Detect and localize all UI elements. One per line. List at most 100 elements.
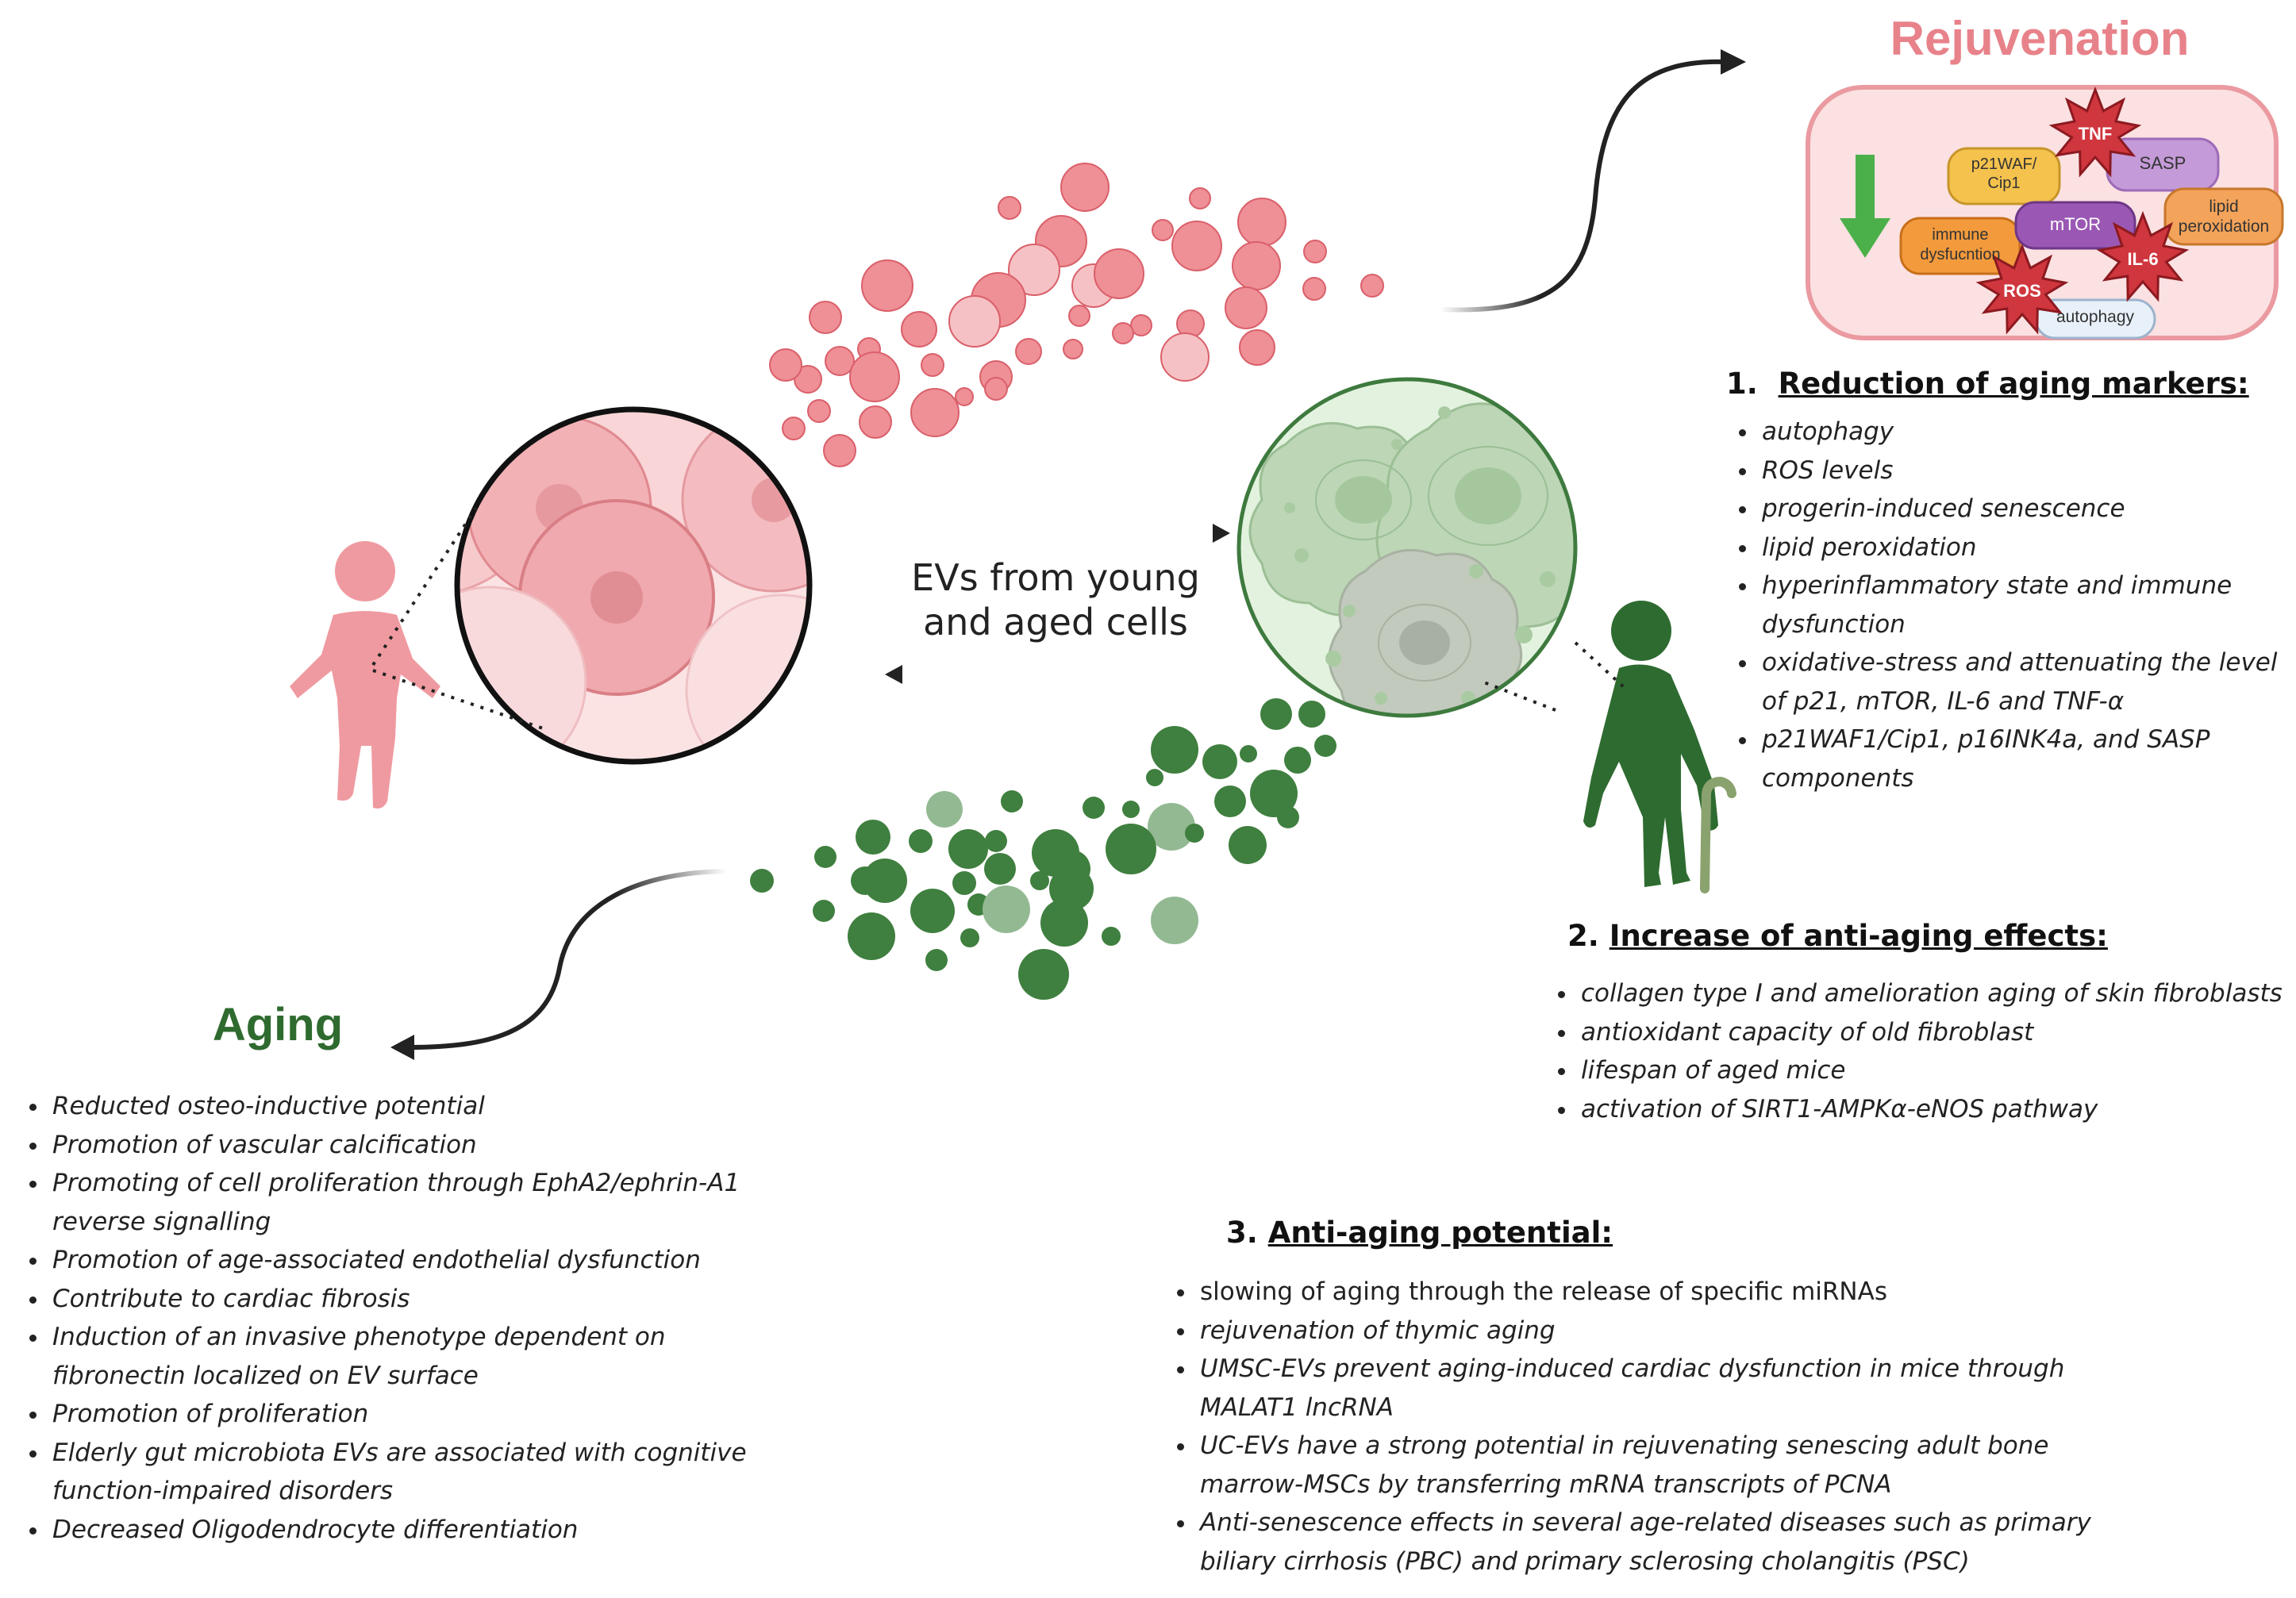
aged-ev-particle bbox=[1083, 797, 1105, 819]
aged-ev-particle bbox=[1001, 790, 1023, 812]
aged-ev-particle bbox=[1146, 769, 1163, 786]
list-item: Promotion of vascular calcification bbox=[49, 1126, 763, 1165]
list-item-text: lipid peroxidation bbox=[1762, 532, 1977, 562]
young-ev-particle bbox=[1015, 338, 1042, 365]
aged-ev-particle bbox=[910, 889, 955, 933]
young-ev-particle bbox=[807, 399, 831, 423]
young-ev-particle bbox=[984, 377, 1008, 401]
list-item: activation of SIRT1-AMPKα-eNOS pathway bbox=[1578, 1090, 2296, 1129]
young-ev-particle bbox=[823, 434, 856, 467]
young-ev-particle bbox=[1360, 274, 1384, 298]
young-ev-particle bbox=[769, 348, 802, 382]
list-item: Promotion of proliferation bbox=[49, 1395, 763, 1434]
young-ev-particle bbox=[849, 351, 900, 402]
list-item-text: progerin-induced senescence bbox=[1762, 494, 2125, 523]
list-item: lipid peroxidation bbox=[1759, 528, 2296, 567]
aged-ev-particle bbox=[1314, 735, 1336, 757]
label-mtor: mTOR bbox=[2049, 214, 2102, 234]
aged-ev-particle bbox=[925, 949, 948, 971]
young-ev-particle bbox=[1152, 219, 1174, 241]
elderly-figure bbox=[1583, 601, 1736, 893]
section2-list: collagen type I and amelioration aging o… bbox=[1541, 974, 2296, 1128]
label-p21: p21WAF/Cip1 bbox=[1971, 156, 2037, 192]
list-item: lifespan of aged mice bbox=[1578, 1051, 2296, 1090]
young-ev-particle bbox=[825, 346, 855, 376]
list-item-text: Contribute to cardiac fibrosis bbox=[52, 1284, 410, 1313]
young-ev-particle bbox=[1063, 339, 1083, 359]
label-tnf: TNF bbox=[2078, 124, 2113, 144]
aged-ev-particle bbox=[948, 829, 988, 869]
aged-ev-particle bbox=[813, 900, 835, 922]
aged-ev-particle bbox=[909, 829, 933, 853]
young-ev-particle bbox=[1239, 329, 1275, 366]
aged-ev-particle bbox=[848, 912, 895, 960]
list-item-text: hyperinflammatory state and immune dysfu… bbox=[1762, 571, 2233, 639]
aged-ev-particle bbox=[1106, 824, 1156, 874]
young-ev-particle bbox=[921, 353, 944, 377]
list-item: Reducted osteo-inductive potential bbox=[49, 1087, 763, 1126]
list-item-text: antioxidant capacity of old fibroblast bbox=[1581, 1017, 2034, 1047]
young-ev-particle bbox=[1171, 221, 1222, 271]
list-item-text: Promoting of cell proliferation through … bbox=[52, 1169, 740, 1236]
young-ev-particle bbox=[861, 259, 913, 312]
child-figure bbox=[290, 541, 440, 809]
list-item-text: collagen type I and amelioration aging o… bbox=[1581, 979, 2283, 1008]
list-item: Induction of an invasive phenotype depen… bbox=[49, 1318, 763, 1395]
list-item: Anti-senescence effects in several age-r… bbox=[1197, 1504, 2102, 1581]
list-item: Elderly gut microbiota EVs are associate… bbox=[49, 1434, 763, 1511]
section3-heading: 3. Anti-aging potential: bbox=[1226, 1216, 1613, 1250]
list-item: oxidative-stress and attenuating the lev… bbox=[1759, 643, 2296, 720]
list-item: hyperinflammatory state and immune dysfu… bbox=[1759, 567, 2296, 643]
young-ev-particle bbox=[859, 405, 892, 439]
young-ev-particle bbox=[910, 388, 960, 437]
young-cell-circle bbox=[454, 406, 813, 765]
young-ev-particle bbox=[782, 417, 806, 440]
list-item: Decreased Oligodendrocyte differentiatio… bbox=[49, 1511, 763, 1550]
young-ev-particle bbox=[1060, 163, 1110, 212]
aged-ev-particle bbox=[960, 928, 979, 947]
list-item-text: Reducted osteo-inductive potential bbox=[52, 1092, 485, 1120]
aged-ev-particle bbox=[984, 853, 1016, 885]
label-il6: IL-6 bbox=[2127, 249, 2159, 269]
center-label: EVs from young and aged cells bbox=[873, 555, 1238, 644]
aged-ev-particle bbox=[952, 871, 976, 895]
aged-ev-particle bbox=[1240, 745, 1257, 763]
list-item: Promotion of age-associated endothelial … bbox=[49, 1241, 763, 1280]
center-label-line-2: and aged cells bbox=[923, 601, 1188, 643]
aged-ev-particle bbox=[1250, 770, 1298, 817]
aging-title: Aging bbox=[212, 999, 344, 1051]
list-item: Contribute to cardiac fibrosis bbox=[49, 1280, 763, 1319]
aged-ev-particle bbox=[856, 820, 890, 855]
list-item-text: UC-EVs have a strong potential in rejuve… bbox=[1200, 1431, 2049, 1499]
young-ev-particle bbox=[1225, 286, 1267, 329]
list-item-text: UMSC-EVs prevent aging-induced cardiac d… bbox=[1200, 1354, 2065, 1422]
aged-ev-particle bbox=[1018, 949, 1069, 1000]
young-ev-particle bbox=[1302, 277, 1326, 301]
aged-ev-particle bbox=[1030, 871, 1049, 890]
young-ev-particle bbox=[901, 311, 937, 348]
young-ev-particle bbox=[1160, 332, 1210, 382]
list-item: Promoting of cell proliferation through … bbox=[49, 1164, 763, 1241]
section3-list: slowing of aging through the release of … bbox=[1160, 1273, 2102, 1581]
center-label-line-1: EVs from young bbox=[911, 556, 1200, 599]
list-item-text: autophagy bbox=[1762, 417, 1894, 446]
young-ev-particle bbox=[1189, 187, 1211, 209]
aged-ev-particle bbox=[1185, 824, 1204, 843]
list-item: collagen type I and amelioration aging o… bbox=[1578, 974, 2296, 1013]
young-ev-particle bbox=[998, 196, 1021, 220]
aged-ev-particle bbox=[1148, 803, 1195, 851]
aged-ev-particle bbox=[1277, 806, 1299, 828]
young-ev-particle bbox=[1232, 241, 1281, 290]
list-item-text: Promotion of vascular calcification bbox=[52, 1130, 477, 1159]
list-item-text: p21WAF1/Cip1, p16INK4a, and SASP compone… bbox=[1762, 725, 2210, 793]
rejuvenation-title: Rejuvenation bbox=[1890, 12, 2190, 65]
aged-ev-particle bbox=[1102, 927, 1121, 946]
young-ev-particle bbox=[1237, 198, 1286, 247]
list-item-text: Promotion of age-associated endothelial … bbox=[52, 1246, 701, 1274]
list-item-text: Promotion of proliferation bbox=[52, 1400, 369, 1428]
young-ev-particle bbox=[1008, 244, 1060, 296]
aged-ev-particle bbox=[1260, 698, 1292, 730]
aged-ev-particle bbox=[1040, 899, 1088, 947]
